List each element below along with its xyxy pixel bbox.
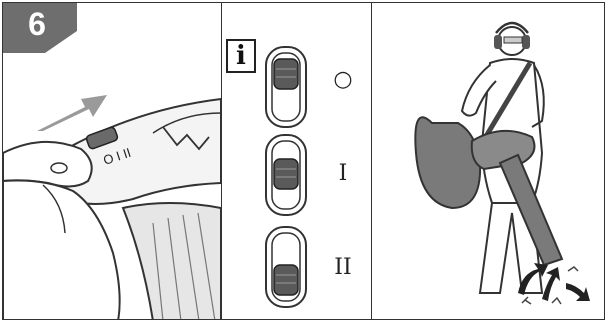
switch-speed1-diagram [266, 135, 306, 215]
operator-illustration [372, 3, 604, 319]
step-badge: 6 [3, 3, 77, 53]
panel-operator [371, 3, 604, 319]
step-number: 6 [3, 7, 73, 41]
instruction-figure: O I II 6 i [2, 2, 605, 320]
ear-protection-icon [494, 35, 502, 49]
mode-label-off: ○ [330, 67, 356, 92]
panel-hand-switch: O I II 6 [3, 3, 221, 319]
push-arrow-icon [37, 95, 107, 131]
switch-speed2-diagram [266, 227, 306, 307]
switch-off-diagram [266, 47, 306, 127]
mode-label-speed-1: I [330, 161, 356, 186]
mode-label-speed-2: II [330, 255, 356, 280]
collection-bag [415, 117, 480, 208]
panel-switch-positions: i ○ I II [221, 3, 371, 319]
